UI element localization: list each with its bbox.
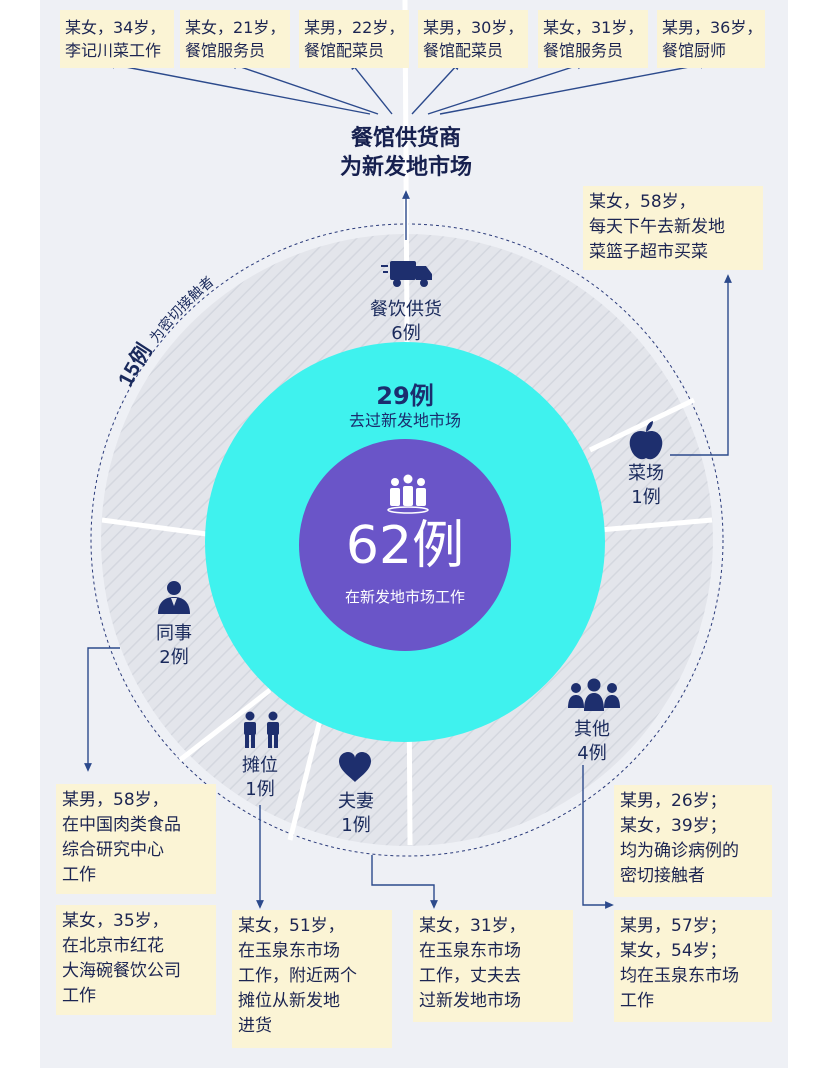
center-desc: 在新发地市场工作 — [344, 588, 465, 606]
two-people-icon — [244, 711, 279, 748]
colleague-icon — [158, 581, 190, 614]
others-note-2: 某男，57岁；某女，54岁；均在玉泉东市场工作 — [614, 910, 772, 1022]
connectors — [84, 60, 732, 909]
supplier-title: 餐馆供货商为新发地市场 — [339, 126, 472, 180]
crowd-icon — [387, 474, 429, 514]
top-note-3: 某男，22岁，餐馆配菜员 — [299, 10, 409, 68]
top-note-2: 某女，21岁，餐馆服务员 — [180, 10, 290, 68]
apple-icon — [629, 421, 663, 460]
center-count: 62例 — [345, 516, 465, 576]
delivery-truck-icon — [381, 261, 432, 287]
vegetable-farm-note: 某女，58岁，每天下午去新发地菜篮子超市买菜 — [583, 186, 763, 270]
center-circle — [299, 439, 511, 651]
heart-icon — [339, 752, 371, 782]
colleague-note-1: 某男，58岁，在中国肉类食品综合研究中心工作 — [56, 784, 216, 894]
couple-note: 某女，31岁，在玉泉东市场工作，丈夫去过新发地市场 — [413, 910, 573, 1022]
middle-ring-desc: 去过新发地市场 — [348, 411, 461, 430]
stall-note: 某女，51岁，在玉泉东市场工作，附近两个摊位从新发地进货 — [232, 910, 392, 1048]
others-note-1: 某男，26岁；某女，39岁；均为确诊病例的密切接触者 — [614, 785, 772, 897]
top-note-5: 某女，31岁，餐馆服务员 — [538, 10, 648, 68]
top-note-1: 某女，34岁，李记川菜工作 — [60, 10, 174, 68]
colleague-note-2: 某女，35岁，在北京市红花大海碗餐饮公司工作 — [56, 905, 216, 1015]
middle-ring-count: 29例 — [376, 382, 434, 410]
top-note-4: 某男，30岁，餐馆配菜员 — [418, 10, 528, 68]
top-note-6: 某男，36岁，餐馆厨师 — [657, 10, 765, 68]
group-icon — [568, 678, 620, 711]
